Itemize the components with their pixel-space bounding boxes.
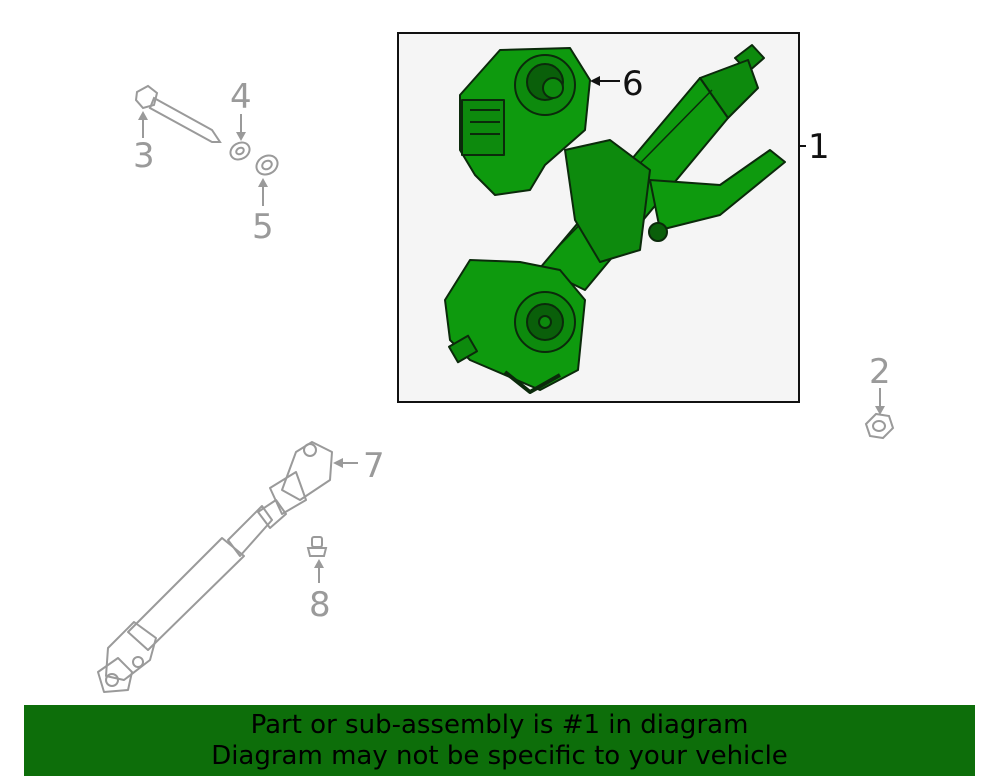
bolt-icon[interactable] (134, 84, 222, 143)
callout-2: 2 (869, 352, 891, 392)
banner-line-2: Diagram may not be specific to your vehi… (211, 740, 788, 771)
nut-icon[interactable] (864, 412, 895, 440)
washer-icon[interactable] (253, 152, 281, 179)
callout-6: 6 (622, 64, 644, 104)
callout-5: 5 (252, 207, 274, 247)
callout-3: 3 (133, 136, 155, 176)
callout-4: 4 (230, 77, 252, 117)
clip-icon[interactable] (306, 536, 328, 557)
intermediate-shaft-icon[interactable] (97, 441, 333, 693)
info-banner: Part or sub-assembly is #1 in diagram Di… (24, 705, 975, 776)
banner-line-1: Part or sub-assembly is #1 in diagram (250, 709, 749, 740)
callout-1: 1 (808, 127, 830, 167)
steering-column-icon[interactable] (444, 44, 786, 394)
callout-8: 8 (309, 585, 331, 625)
callout-7: 7 (363, 446, 385, 486)
washer-small-icon[interactable] (227, 139, 252, 163)
leader-lines (138, 76, 885, 583)
lock-module-icon[interactable] (459, 47, 591, 196)
